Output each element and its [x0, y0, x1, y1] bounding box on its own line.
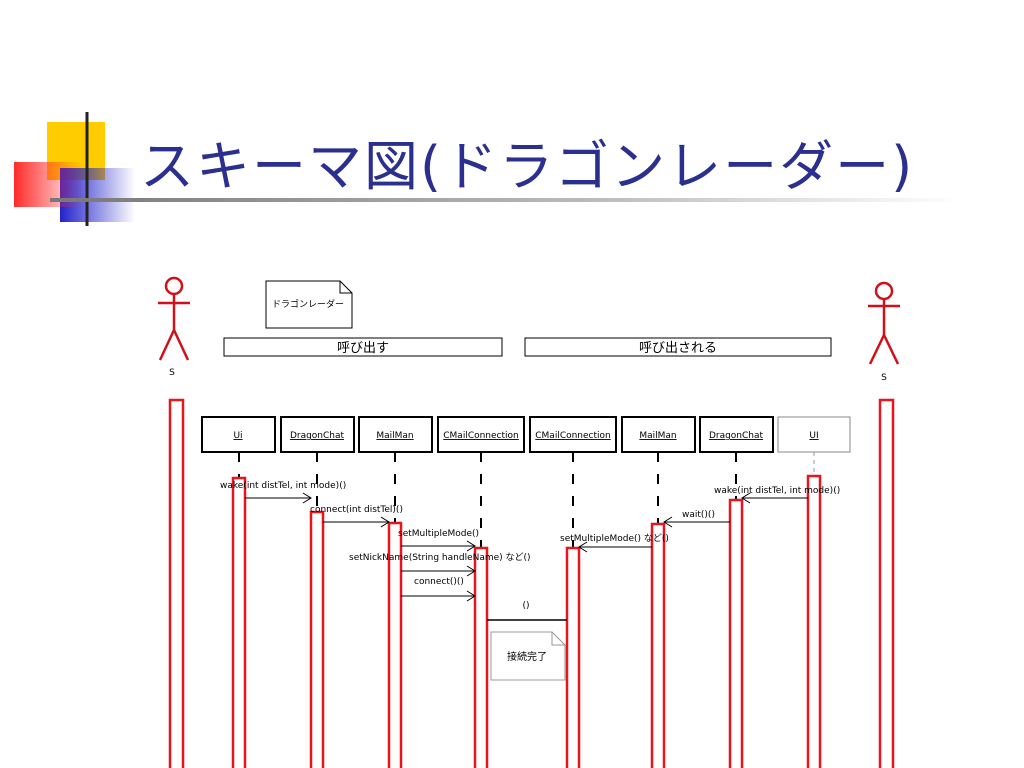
message-label-setmultiplemode-right: setMultipleMode() など(): [560, 533, 669, 544]
lifeline-label-cmailconnection-left: CMailConnection: [443, 431, 519, 441]
lifeline-box-ui: [201, 416, 276, 453]
activation-dragonchat-right: [728, 498, 744, 768]
lifeline-box-cmailconnection-right: [529, 416, 617, 453]
lifeline-box-dragonchat-left: [280, 416, 355, 453]
activation-ui-right: [806, 474, 822, 768]
actor-left-label: S: [169, 368, 175, 378]
message-label-wake-right: wake(int distTel, int mode)(): [714, 486, 840, 496]
note-dragon-radar-text: ドラゴンレーダー: [272, 298, 344, 310]
message-label-connect: connect()(): [414, 577, 464, 587]
lifeline-box-mailman-right: [621, 416, 696, 453]
header-calls-box: [223, 337, 503, 357]
slide-title: スキーマ図(ドラゴンレーダー): [140, 135, 915, 198]
lifeline-headers: Ui DragonChat MailMan CMailConnection CM…: [201, 416, 851, 453]
lifeline-label-ui-right: UI: [809, 431, 818, 441]
header-calls-label: 呼び出す: [337, 341, 389, 356]
activation-bars: [231, 474, 822, 768]
activation-cmailconnection-right: [565, 546, 581, 768]
header-called-box: [524, 337, 832, 357]
actor-right-activation: [878, 398, 895, 768]
activation-cmailconnection-left: [473, 546, 489, 768]
lifeline-box-cmailconnection-left: [437, 416, 525, 453]
lifeline-box-ui-right: [777, 416, 851, 453]
lifeline-box-mailman-left: [358, 416, 433, 453]
activation-dragonchat-left: [309, 510, 325, 768]
actor-right: [868, 281, 900, 365]
actor-right-label: S: [881, 373, 887, 383]
message-label-wake-left: wake(int distTel, int mode)(): [220, 481, 346, 491]
actor-left-activation: [168, 398, 185, 768]
lifeline-label-dragonchat-right: DragonChat: [709, 431, 764, 441]
note-connection-complete: 接続完了: [490, 631, 566, 681]
activation-mailman-right: [650, 522, 666, 768]
activation-ui: [231, 476, 247, 768]
message-lines: [245, 492, 808, 621]
lifeline-label-mailman-right: MailMan: [639, 431, 676, 441]
lifeline-label-cmailconnection-right: CMailConnection: [535, 431, 611, 441]
message-label-setnickname: setNickName(String handleName) など(): [349, 552, 531, 563]
lifeline-lines: [238, 452, 737, 548]
lifeline-label-ui: Ui: [233, 431, 242, 441]
lifeline-label-dragonchat-left: DragonChat: [290, 431, 345, 441]
lifeline-box-dragonchat-right: [699, 416, 774, 453]
actor-left: [158, 276, 190, 361]
activation-mailman-left: [387, 521, 403, 768]
header-called-label: 呼び出される: [639, 341, 717, 356]
note-connection-complete-text: 接続完了: [507, 650, 547, 663]
message-label-wait: wait()(): [682, 510, 715, 520]
note-dragon-radar: ドラゴンレーダー: [265, 280, 353, 329]
slide-logo: [14, 112, 960, 226]
message-label-connect-disttel: connect(int distTel)(): [310, 505, 403, 515]
lifeline-label-mailman-left: MailMan: [376, 431, 413, 441]
message-label-return: (): [522, 601, 529, 611]
message-label-setmultiplemode-left: setMultipleMode(): [398, 529, 479, 539]
